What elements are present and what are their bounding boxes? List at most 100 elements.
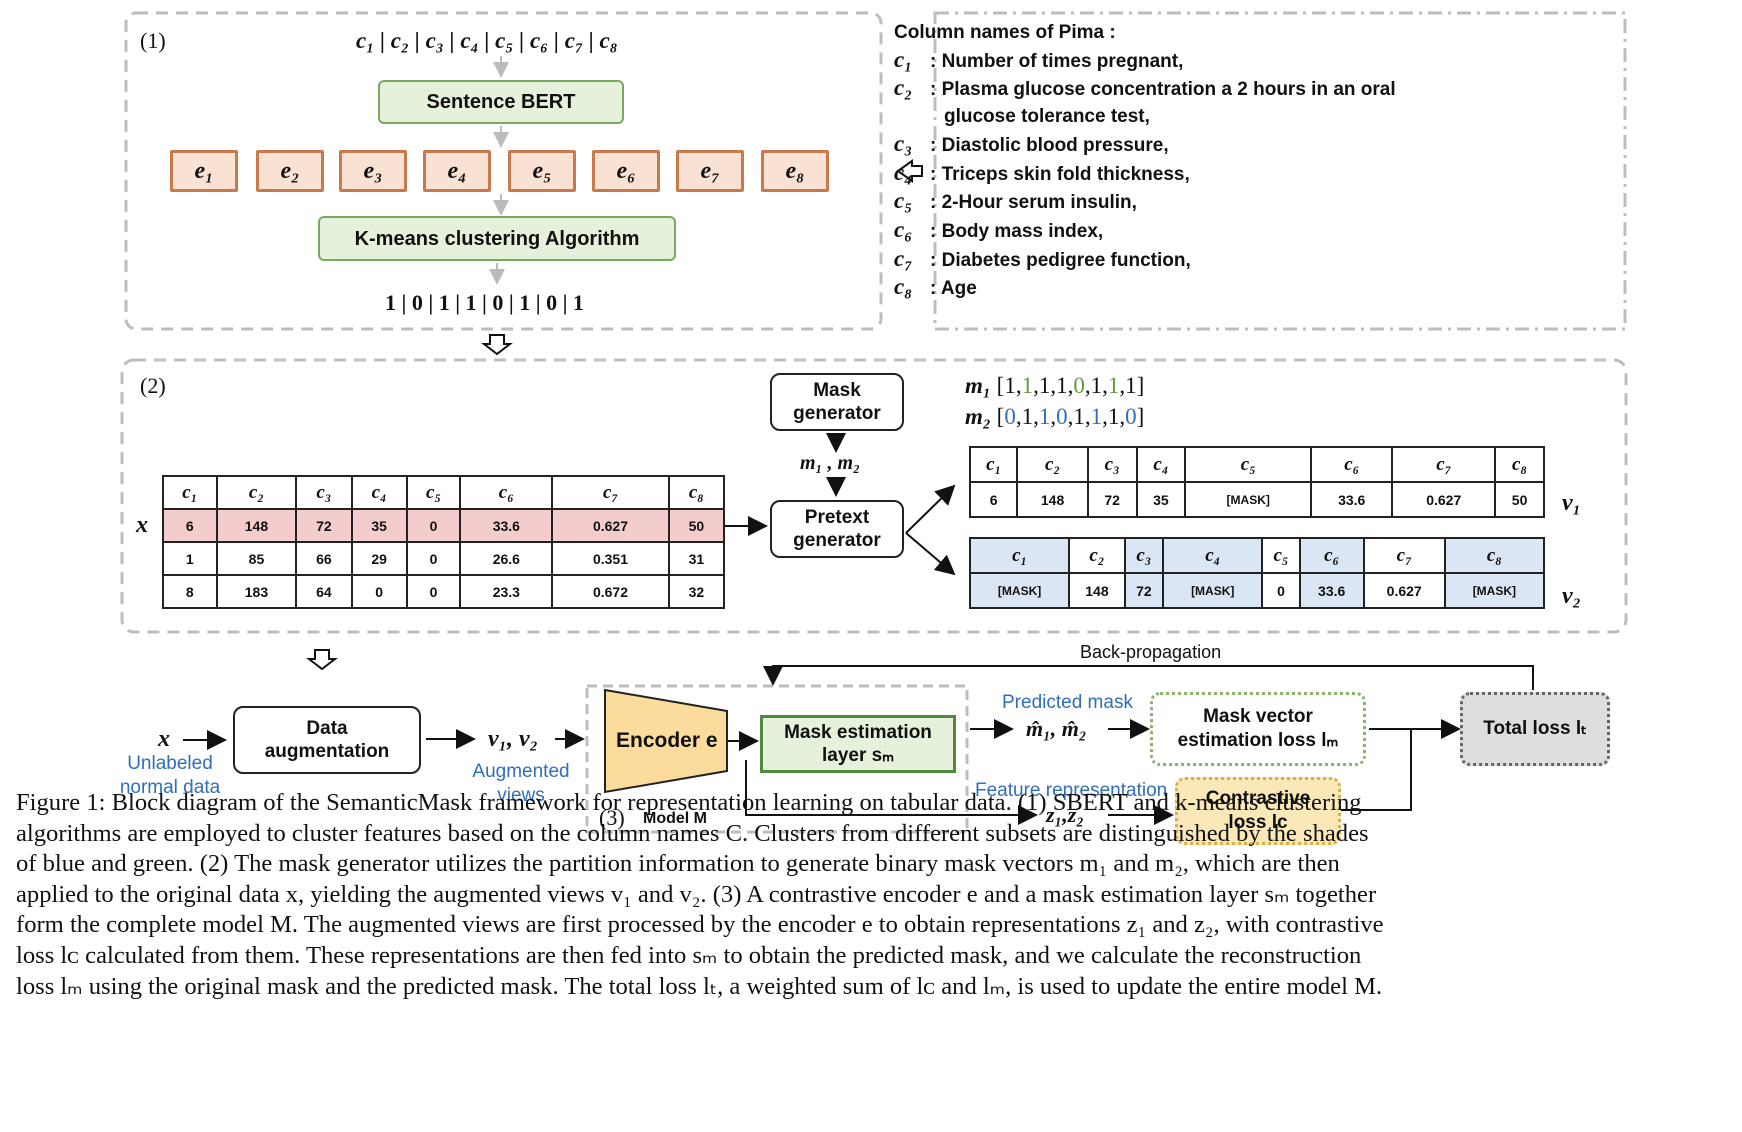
sentence-bert-box: Sentence BERT xyxy=(378,80,624,124)
kmeans-box: K-means clustering Algorithm xyxy=(318,216,676,261)
caption-line: loss lₘ using the original mask and the … xyxy=(16,972,1383,1000)
mask-bit: 1 xyxy=(1107,404,1120,429)
header-cell: c₃ xyxy=(295,475,353,510)
mask-estimation-line-2: layer sₘ xyxy=(821,745,895,766)
mask-generator-label: Mask generator xyxy=(793,380,881,424)
column-names-title: Column names of Pima : xyxy=(894,22,1116,43)
panel2-label: (2) xyxy=(140,373,166,398)
mask-loss-line-1: Mask vector xyxy=(1203,706,1313,727)
representations-label: z₁,z₂ xyxy=(1046,802,1084,827)
column-name-item: c₇ : Diabetes pedigree function, xyxy=(894,246,1396,275)
figure-caption: Figure 1: Block diagram of the SemanticM… xyxy=(16,788,1728,1002)
header-cell: c₂ xyxy=(1068,537,1126,574)
cluster-assignments: 1 | 0 | 1 | 1 | 0 | 1 | 0 | 1 xyxy=(385,290,584,315)
table-cell: 0.627 xyxy=(551,508,670,543)
header-cell: c₇ xyxy=(1391,446,1497,483)
table-cell: 6 xyxy=(162,508,218,543)
data-augmentation-label: Data augmentation xyxy=(264,718,390,762)
unlabeled-line-1: Unlabeled xyxy=(127,753,213,774)
views-label: v₁, v₂ xyxy=(488,726,539,752)
header-cell: c₆ xyxy=(1298,537,1365,574)
table-cell: 64 xyxy=(295,574,353,609)
caption-line: of blue and green. (2) The mask generato… xyxy=(16,850,1340,878)
input-x-label: x xyxy=(158,726,170,752)
backprop-label: Back-propagation xyxy=(1080,642,1222,662)
table-cell: 148 xyxy=(1068,572,1126,609)
table-cell: 72 xyxy=(1086,481,1138,518)
embedding-box: e₂ xyxy=(256,150,324,192)
hollow-arrow-down-icon xyxy=(306,649,338,671)
contrastive-loss-line-1: Contrastive xyxy=(1205,788,1311,809)
table-cell: 72 xyxy=(295,508,353,543)
table-cell: 29 xyxy=(350,541,408,576)
table-cell: 183 xyxy=(215,574,298,609)
embedding-box: e₈ xyxy=(761,150,829,192)
table-cell: 35 xyxy=(1135,481,1187,518)
header-cell: c₈ xyxy=(1494,446,1545,483)
table-cell: 35 xyxy=(350,508,408,543)
embedding-box: e₃ xyxy=(339,150,407,192)
header-cell: c₅ xyxy=(1184,446,1313,483)
column-variable: c₁ xyxy=(894,46,913,72)
table-cell: 0.672 xyxy=(551,574,670,609)
mask-vectors-label: m₁ , m₂ xyxy=(800,452,861,474)
header-cell: c₆ xyxy=(1310,446,1394,483)
augmented-views-label: Augmented views xyxy=(466,760,576,808)
header-cell: c₄ xyxy=(1162,537,1264,574)
table-cell: [MASK] xyxy=(1184,481,1313,518)
mask-bit: 1 xyxy=(1038,373,1051,398)
table-cell: 148 xyxy=(215,508,298,543)
header-cell: c₃ xyxy=(1086,446,1138,483)
header-cell: c₄ xyxy=(350,475,408,510)
table-cell: 0.351 xyxy=(551,541,670,576)
column-description: : Diabetes pedigree function, xyxy=(930,249,1191,271)
mask-bit: 0 xyxy=(1004,404,1016,429)
table-cell: 0 xyxy=(405,574,462,609)
encoder-label: Encoder e xyxy=(616,729,718,752)
column-name-item: glucose tolerance test, xyxy=(894,104,1396,131)
table-cell: 0.627 xyxy=(1391,481,1497,518)
hollow-arrow-left-icon xyxy=(896,159,923,183)
caption-line: loss lᴄ calculated from them. These repr… xyxy=(16,941,1362,969)
mask-loss-box: Mask vector estimation loss lₘ xyxy=(1150,692,1366,766)
mask-bit: 1 xyxy=(1004,373,1016,398)
table-cell: 85 xyxy=(215,541,298,576)
mask-bit: 1 xyxy=(1090,373,1103,398)
header-cell: c₂ xyxy=(215,475,298,510)
header-cell: c₁ xyxy=(968,537,1071,574)
mask-bit: 1 xyxy=(1056,373,1068,398)
header-cell: c₅ xyxy=(1261,537,1301,574)
column-variable: c₅ xyxy=(894,188,913,214)
table-cell: 31 xyxy=(667,541,726,576)
table-cell: 23.3 xyxy=(459,574,554,609)
augmented-line-2: views xyxy=(497,785,545,806)
table-cell: 0 xyxy=(405,508,462,543)
feature-representation-label: Feature representation xyxy=(975,780,1168,801)
column-name-item: c₈: Age xyxy=(894,274,1396,303)
mask-vector-name: m₂ xyxy=(965,404,997,429)
table-cell: [MASK] xyxy=(1443,572,1546,609)
unlabeled-line-2: normal data xyxy=(119,777,221,798)
table-cell: [MASK] xyxy=(1162,572,1264,609)
column-variable: c₆ xyxy=(894,216,913,242)
column-variable: c₂ xyxy=(894,75,913,101)
embedding-box: e₄ xyxy=(423,150,491,192)
mask-bit: 1 xyxy=(1073,404,1085,429)
header-cell: c₇ xyxy=(1362,537,1446,574)
column-variable: c₇ xyxy=(894,245,913,271)
mask-estimation-box: Mask estimation layer sₘ xyxy=(760,715,956,773)
total-loss-box: Total loss lₜ xyxy=(1460,692,1610,766)
column-names-frame xyxy=(933,11,1627,331)
mask-bit: 1 xyxy=(1107,373,1120,398)
panel1-frame xyxy=(124,11,883,331)
mask-vector-m2: m₂ [0,1,1,0,1,1,1,0] xyxy=(965,404,1145,429)
column-name-item: c₅: 2-Hour serum insulin, xyxy=(894,188,1396,217)
embedding-box: e₆ xyxy=(592,150,660,192)
panel3-frame xyxy=(585,684,969,834)
table-cell: 0 xyxy=(405,541,462,576)
data-augmentation-box: Data augmentation xyxy=(233,706,421,774)
mask-bit: 0 xyxy=(1125,404,1137,429)
mask-bit: 1 xyxy=(1125,373,1137,398)
